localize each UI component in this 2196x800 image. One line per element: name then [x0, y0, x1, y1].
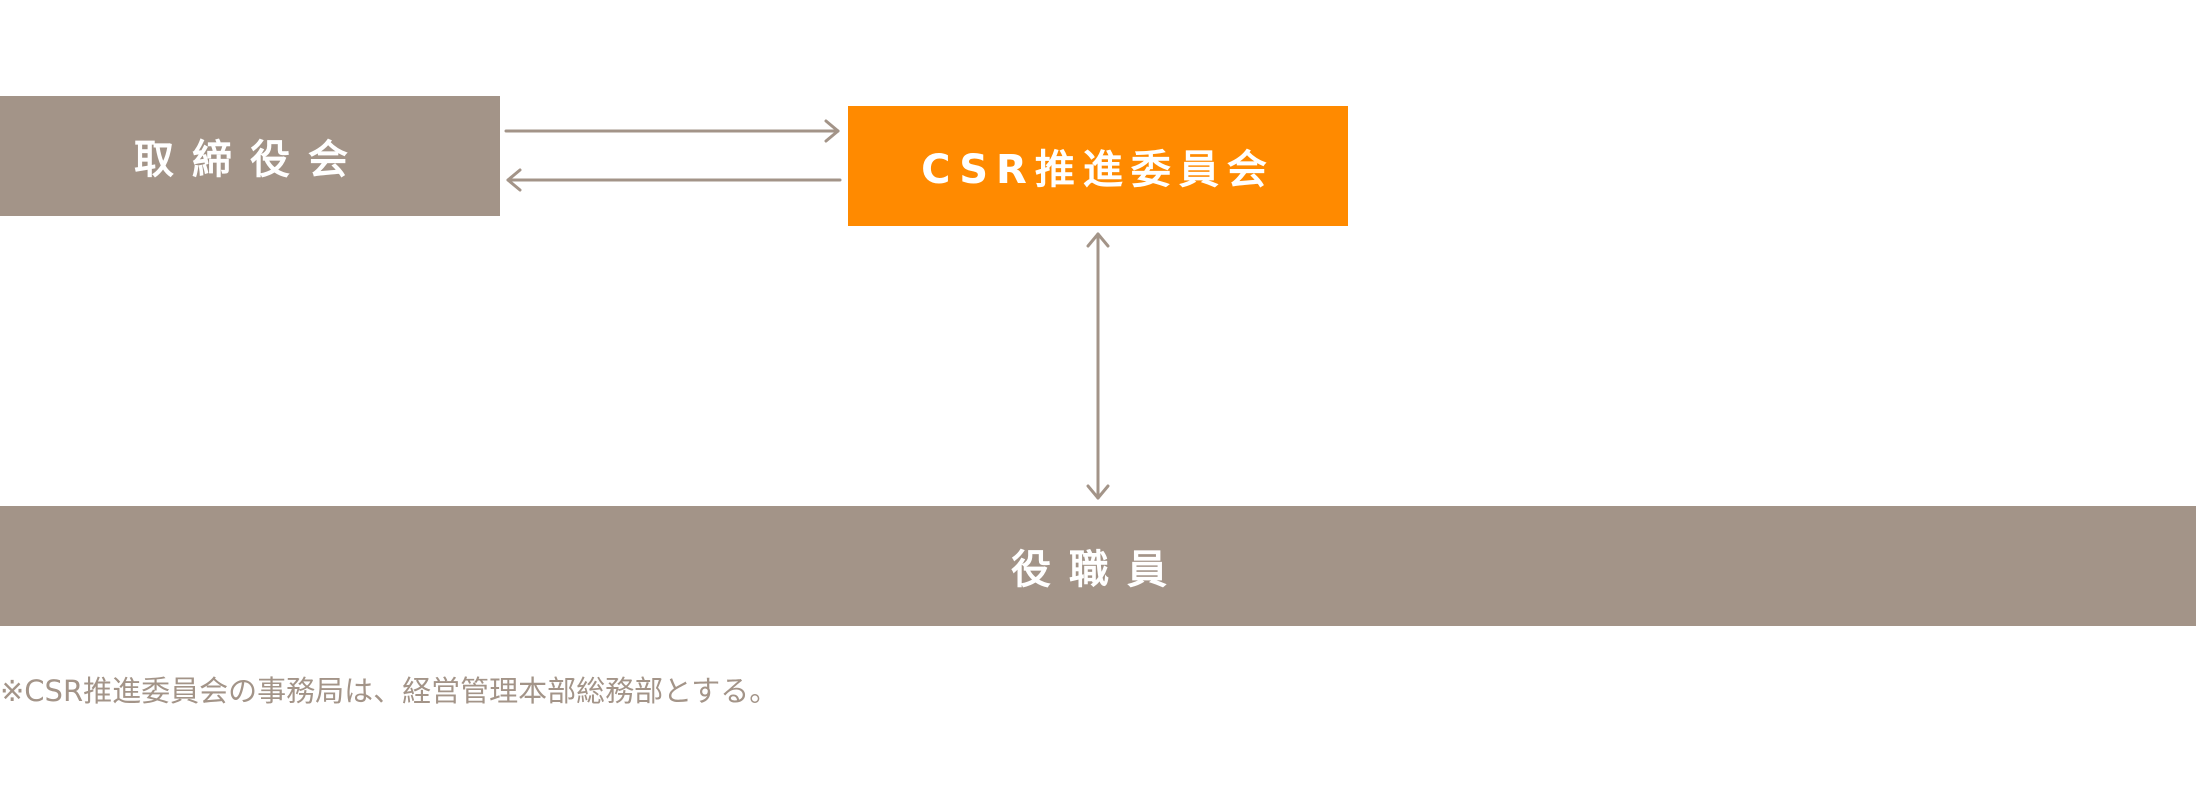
board-of-directors-label: 取締役会 — [134, 137, 366, 183]
staff-box: 役職員 — [0, 506, 2196, 626]
arrow-csr-staff-bidirectional — [1086, 232, 1110, 500]
csr-committee-label: CSR推進委員会 — [921, 147, 1275, 193]
arrow-csr-to-board — [506, 168, 842, 192]
footnote: ※CSR推進委員会の事務局は、経営管理本部総務部とする。 — [0, 674, 779, 708]
csr-committee-box: CSR推進委員会 — [848, 106, 1348, 226]
arrow-board-to-csr — [504, 119, 840, 143]
staff-label: 役職員 — [1011, 547, 1185, 593]
board-of-directors-box: 取締役会 — [0, 96, 500, 216]
